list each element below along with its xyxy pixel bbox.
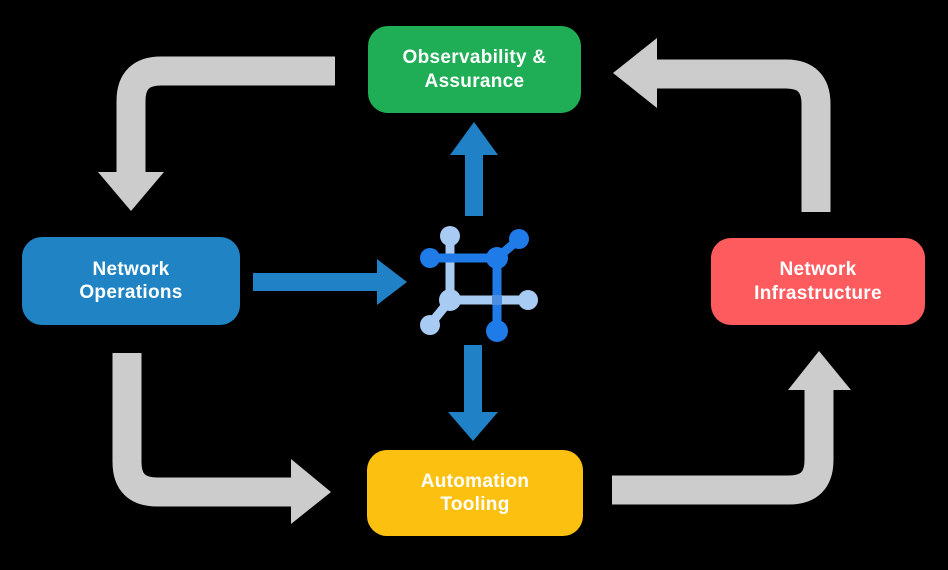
arrow-operations-to-center (253, 259, 407, 305)
node-network-infrastructure-label: Network Infrastructure (754, 259, 882, 304)
arrow-center-to-observability (450, 122, 498, 216)
node-observability-assurance: Observability & Assurance (368, 26, 581, 113)
arrow-operations-to-automation (112, 353, 331, 524)
node-observability-assurance-label: Observability & Assurance (402, 47, 547, 92)
node-automation-tooling-label: Automation Tooling (420, 470, 530, 515)
arrow-observability-to-operations (98, 56, 335, 211)
arrow-center-to-automation (448, 345, 498, 441)
node-network-operations: Network Operations (22, 237, 240, 325)
arrow-infrastructure-to-observability (613, 38, 831, 212)
network-mesh-icon (420, 226, 538, 342)
node-network-operations-label: Network Operations (79, 258, 183, 303)
node-automation-tooling: Automation Tooling (367, 450, 583, 536)
arrow-automation-to-infrastructure (612, 351, 851, 505)
node-network-infrastructure: Network Infrastructure (711, 238, 925, 325)
